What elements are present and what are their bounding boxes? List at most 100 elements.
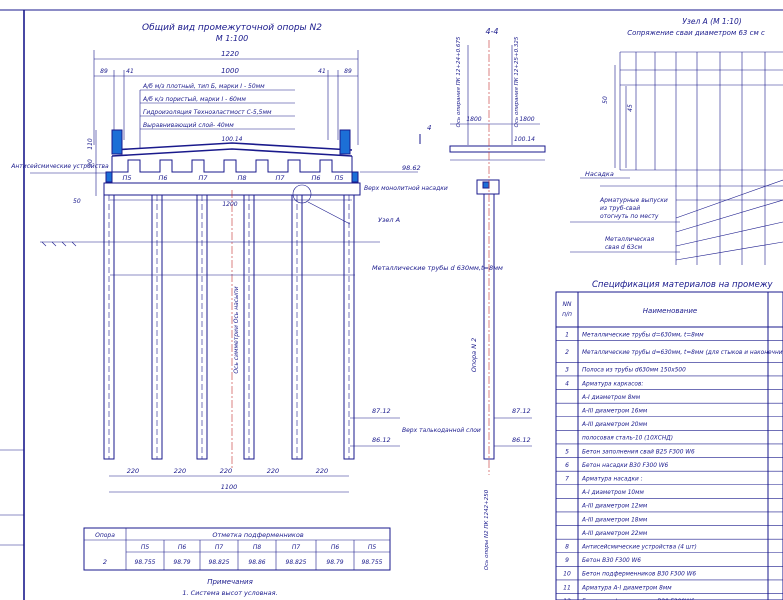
spec-row-number: 5 — [565, 448, 569, 455]
marks-value-4: 98.86 — [248, 559, 265, 566]
spec-row-number: 3 — [565, 367, 569, 374]
spec-row-name: полосовая сталь-10 (10ХСНД) — [582, 436, 673, 442]
section-slope: 100.14 — [514, 136, 535, 143]
node-a-title: Узел А (М 1:10) — [682, 17, 741, 26]
spec-row-name: Бетон насадки B30 F300 W6 — [582, 463, 668, 469]
level-pipe-top: 87.12 — [372, 407, 391, 415]
beam-label-4: П8 — [237, 174, 246, 182]
layer-2: А/б к/з пористый, марки I - 60мм — [142, 96, 246, 103]
marks-col-support: Опора — [95, 532, 115, 539]
section-title: 4-4 — [485, 27, 498, 36]
section-device — [482, 181, 490, 189]
bottom-dim-2: 220 — [174, 467, 186, 475]
section-mark: 4 — [427, 124, 431, 132]
beam-label-1: П5 — [122, 174, 131, 182]
beam-label-7: П5 — [334, 174, 343, 182]
spec-row-name: A-I диаметром 8мм — [581, 395, 641, 401]
spec-col-name: Наименование — [643, 307, 697, 315]
node-a-dim-45: 45 — [627, 104, 634, 112]
node-a-label: Узел А — [378, 216, 400, 224]
thalweg-note: Верх талькоданной слои — [402, 427, 481, 434]
piles — [103, 194, 355, 460]
marks-table: Опора Отметка подферменников П5 П6 П7 П8… — [83, 527, 391, 571]
spec-row-name: Металлические трубы d=630мм, t=8мм (для … — [582, 350, 783, 356]
general-view: Общий вид промежуточной опоры N2 М 1:100… — [10, 23, 503, 493]
beam-label-3: П7 — [198, 174, 208, 182]
dim-top-part-4: 41 — [318, 68, 326, 75]
notes-title: Примечания — [207, 578, 253, 586]
spec-row-name: Полоса из трубы d630мм 150х500 — [582, 368, 686, 374]
notes-line1: 1. Система высот условная. — [182, 589, 277, 597]
slope-value: 100.14 — [222, 136, 243, 143]
section-dim-1: 1800 — [466, 116, 481, 123]
cap-note: Верх монолитной насадки — [364, 185, 448, 192]
spec-row-number: 2 — [565, 349, 569, 356]
marks-beam-7: П5 — [368, 544, 377, 551]
dim-top-part-2: 41 — [126, 68, 134, 75]
dim-top-part-1: 89 — [100, 68, 108, 75]
spec-row-name: A-III диаметром 16мм — [581, 408, 648, 414]
spec-row-name: A-III диаметром 22мм — [581, 531, 648, 537]
spec-row-name: Металлические трубы d=630мм, t=8мм — [582, 332, 704, 338]
spec-row-name: Арматура каркасов: — [581, 381, 643, 387]
left-dim-50: 50 — [73, 198, 81, 205]
spec-row-number: 10 — [563, 571, 571, 578]
spec-row-name: Бетон подферменников B20 F200W6 — [582, 599, 695, 600]
marks-row-support: 2 — [103, 558, 107, 566]
marks-value-5: 98.825 — [286, 559, 307, 566]
beam-label-5: П7 — [275, 174, 285, 182]
spec-row-number: 12 — [563, 598, 571, 600]
beam-label-6: П6 — [311, 174, 320, 182]
beams — [111, 156, 353, 173]
node-a-detail: Узел А (М 1:10) Сопряжение сваи диаметро… — [570, 17, 783, 265]
layer-3: Гидроизоляция Техноэластмост С-5,5мм — [143, 109, 272, 116]
level-pipe-bottom: 86.12 — [372, 436, 391, 444]
node-a-dim-50: 50 — [602, 96, 609, 104]
pipes-note: Металлические трубы d 630мм,t=8мм — [372, 264, 503, 272]
beam-label-2: П6 — [158, 174, 167, 182]
general-view-scale: М 1:100 — [216, 34, 249, 43]
section-level-bottom: 86.12 — [512, 436, 531, 444]
antiseismic-device-right — [351, 171, 359, 183]
spec-row-number: 6 — [565, 462, 569, 469]
bottom-dim-1: 220 — [127, 467, 139, 475]
node-a-label-pile: Металлическая свая d 63см — [605, 236, 656, 251]
bottom-dim-5: 220 — [316, 467, 328, 475]
pier-label: Опора N 2 — [470, 338, 478, 373]
marks-beam-2: П6 — [178, 544, 187, 551]
dim-top-part-3: 1000 — [221, 67, 239, 75]
spec-row-name: A-III диаметром 18мм — [581, 517, 648, 523]
spec-row-name: Антисейсмические устройства (4 шт) — [581, 544, 697, 550]
marks-value-3: 98.825 — [209, 559, 230, 566]
axis-left: Ось опирания ПК 12+24+0.675 — [456, 36, 462, 127]
node-a-label-cap: Насадка — [585, 170, 614, 178]
spec-row-name: Бетон B30 F300 W6 — [582, 558, 641, 564]
spec-row-number: 11 — [563, 584, 571, 591]
axis-note: Ось симметрии Ось насыпи — [233, 286, 240, 373]
spec-row-number: 7 — [565, 475, 569, 482]
antiseismic-device-left — [105, 171, 113, 183]
general-view-title: Общий вид промежуточной опоры N2 — [142, 23, 322, 33]
spec-row-name: Арматура A-I диаметром 8мм — [581, 585, 672, 591]
marks-beam-1: П5 — [141, 544, 150, 551]
spec-row-name: A-I диаметром 10мм — [581, 490, 644, 496]
marks-value-2: 98.79 — [173, 559, 190, 566]
bottom-dim-4: 220 — [267, 467, 279, 475]
left-parapet — [111, 129, 123, 155]
section-axis-bottom: Ось опоры N2 ПК 1242+250 — [484, 489, 490, 570]
spec-row-name: A-III диаметром 20мм — [581, 422, 648, 428]
spec-row-number: 8 — [565, 543, 569, 550]
bottom-dim-3: 220 — [220, 467, 232, 475]
spec-row-name: Бетон заполнения свай B25 F300 W6 — [582, 449, 695, 455]
spec-row-number: 4 — [565, 380, 569, 387]
axis-right: Ось опирания ПК 12+25+0.325 — [514, 36, 520, 127]
spec-row-name: Арматура насадки : — [581, 476, 643, 482]
antiseismic-note: Антисейсмические устройства — [10, 163, 109, 170]
section-4-4: 4-4 Ось опирания ПК 12+24+0.675 Ось опир… — [449, 27, 546, 570]
spec-row-name: Бетон подферменников B30 F300 W6 — [582, 572, 696, 578]
sheet-frame — [0, 9, 783, 600]
spec-row-number: 9 — [565, 557, 569, 564]
marks-beam-3: П7 — [215, 544, 224, 551]
cap-length: 1200 — [222, 201, 237, 208]
